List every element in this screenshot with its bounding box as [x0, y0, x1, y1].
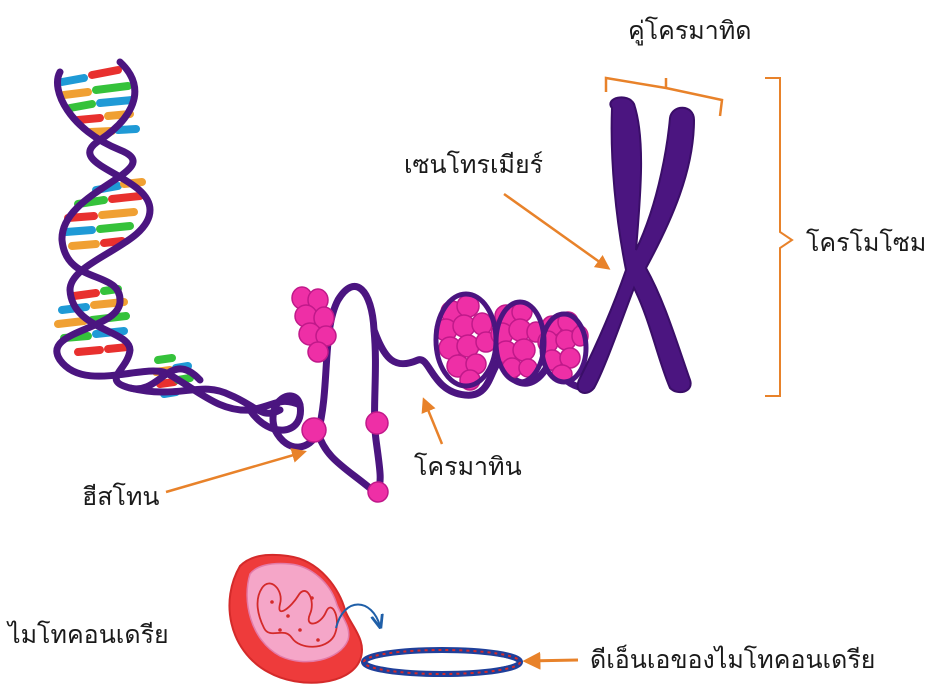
mitochondria-label: ไมโทคอนเดรีย — [8, 620, 169, 650]
mito-dna-arrow — [526, 660, 578, 661]
centromere-label: เซนโทรเมียร์ — [404, 150, 543, 180]
chromosome-label: โครโมโซม — [806, 228, 926, 258]
chromosome-shape — [578, 97, 694, 393]
mitochondrial-dna-ring — [364, 650, 520, 674]
chromatin-label: โครมาทิน — [414, 452, 522, 482]
histone-arrow — [166, 452, 304, 492]
mitochondrion — [229, 555, 380, 683]
sister-chromatids-label: คู่โครมาทิด — [628, 16, 752, 46]
chromosome-bracket — [765, 78, 792, 396]
chromatin-arrow — [424, 400, 442, 444]
dna-double-helix — [57, 62, 300, 413]
histone-label: ฮีสโทน — [82, 482, 160, 512]
mitochondrial-dna-label: ดีเอ็นเอของไมโทคอนเดรีย — [590, 645, 875, 675]
centromere-arrow — [504, 194, 608, 268]
